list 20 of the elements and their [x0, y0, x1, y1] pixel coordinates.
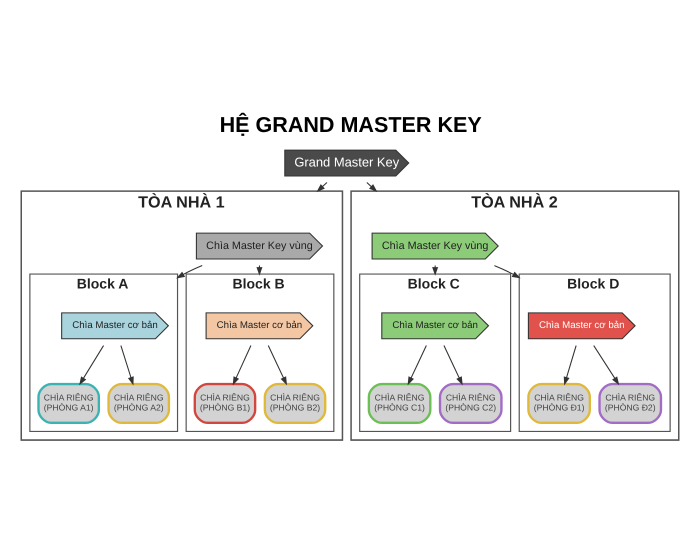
node-box: CHÌA RIÊNG (PHÒNG C2) [438, 382, 503, 424]
arrow [593, 345, 620, 386]
node-box: CHÌA RIÊNG (PHÒNG Đ1) [527, 382, 592, 424]
node-box: CHÌA RIÊNG (PHÒNG A1) [37, 382, 100, 424]
arrow [408, 345, 427, 386]
node-box: CHÌA RIÊNG (PHÒNG A2) [107, 382, 170, 424]
arrow [79, 345, 104, 386]
arrow [564, 345, 577, 386]
arrow [316, 182, 328, 192]
node-box: CHÌA RIÊNG (PHÒNG Đ2) [598, 382, 662, 424]
node-box: CHÌA RIÊNG (PHÒNG B2) [264, 382, 326, 424]
node-box: CHÌA RIÊNG (PHÒNG B1) [194, 382, 256, 424]
diagram-title: HỆ GRAND MASTER KEY [220, 112, 482, 137]
node-box: CHÌA RIÊNG (PHÒNG C1) [368, 382, 432, 424]
arrow [494, 265, 521, 278]
arrow [443, 345, 463, 386]
arrow [120, 345, 134, 386]
arrow [232, 345, 252, 386]
arrow [176, 265, 202, 278]
arrow [268, 345, 288, 386]
